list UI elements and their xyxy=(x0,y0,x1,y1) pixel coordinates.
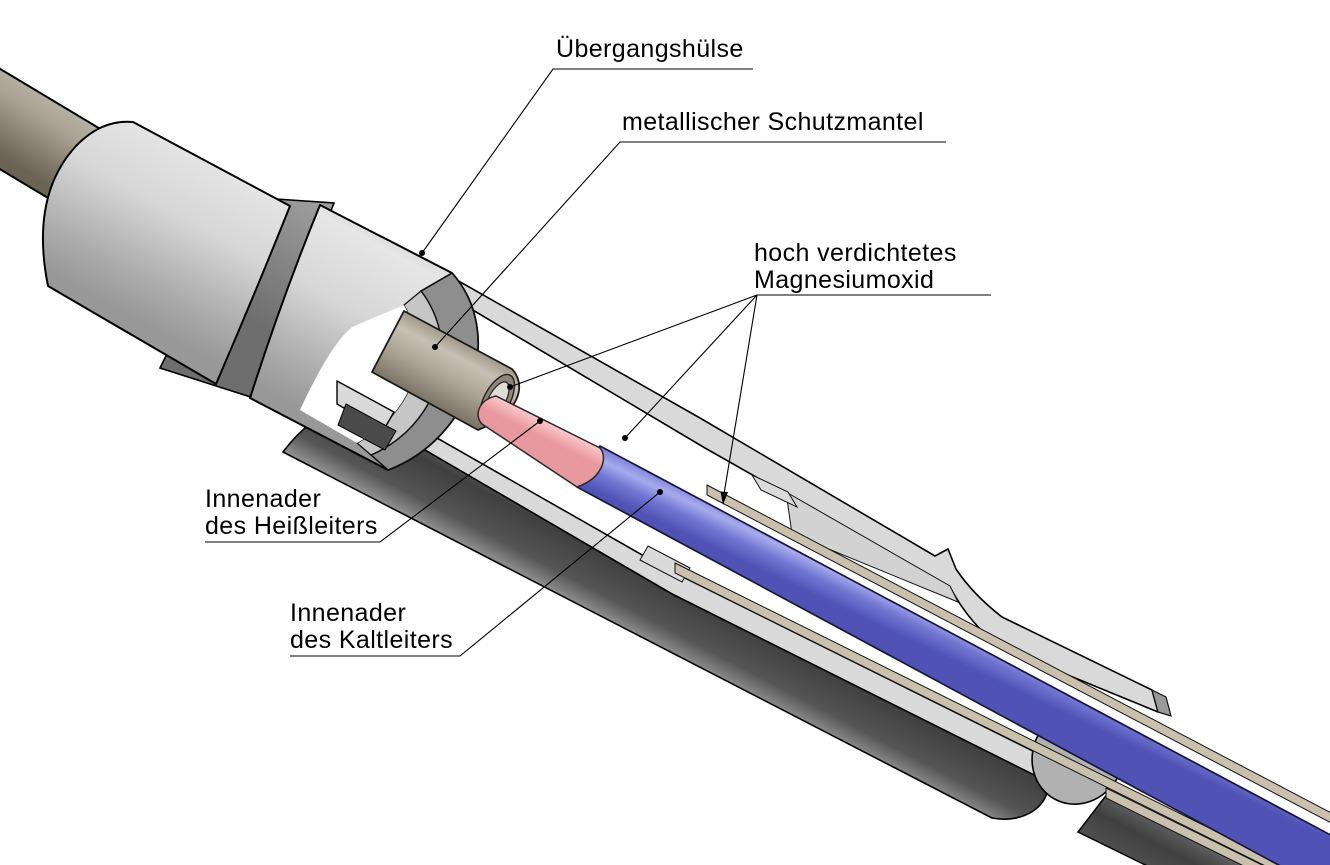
reduced-tube-mgo-lip xyxy=(1105,787,1264,865)
label-transition-sleeve: Übergangshülse xyxy=(556,35,744,63)
label-hot-line1: Innenader xyxy=(205,485,322,513)
leader-mgo-branch3 xyxy=(722,294,758,501)
leader-mgo-branch1 xyxy=(509,294,758,388)
transition-sleeve-front xyxy=(41,120,291,385)
leader-metal-sheath xyxy=(434,141,946,348)
leader-cold-conductor xyxy=(290,491,661,657)
leader-transition-sleeve xyxy=(421,68,753,254)
tube-bottom-tip xyxy=(337,403,397,451)
label-cold-conductor: Innenader des Kaltleiters xyxy=(290,600,453,654)
mgo-layer-lower-strip xyxy=(674,562,1285,865)
label-hot-line2: des Heißleiters xyxy=(205,512,378,540)
leader-mgo-branch2 xyxy=(624,294,758,439)
label-cold-line1: Innenader xyxy=(290,599,407,627)
leader-lines xyxy=(205,68,991,657)
leader-dots xyxy=(419,250,728,505)
dot-mgo-ring xyxy=(507,384,513,390)
reduced-tube-end-face xyxy=(1151,688,1172,717)
tube-inner-wall xyxy=(785,491,960,603)
dot-hot-conductor xyxy=(537,418,543,424)
label-mgo: hoch verdichtetes Magnesiumoxid xyxy=(754,240,957,294)
dot-metal-sheath xyxy=(432,344,438,350)
label-mgo-line1: hoch verdichtetes xyxy=(754,239,957,267)
hot-conductor xyxy=(477,395,605,488)
label-metal-sheath: metallischer Schutzmantel xyxy=(622,108,924,136)
dot-mgo-interior xyxy=(622,435,628,441)
mgo-layer-upper-strip xyxy=(706,484,1330,823)
label-cold-line2: des Kaltleiters xyxy=(290,626,454,654)
upper-step-notch xyxy=(750,473,799,509)
leader-hot-conductor xyxy=(205,420,541,543)
arrow-mgo-layer xyxy=(720,491,728,505)
label-mgo-line2: Magnesiumoxid xyxy=(754,266,935,294)
dot-cold-conductor xyxy=(657,489,663,495)
dot-transition-sleeve xyxy=(419,250,425,256)
label-hot-conductor: Innenader des Heißleiters xyxy=(205,486,378,540)
